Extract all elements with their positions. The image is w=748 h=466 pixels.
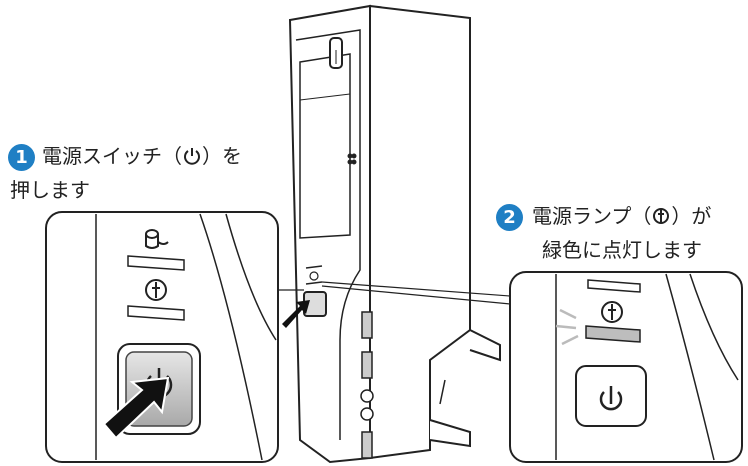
step-2-number: 2 (496, 204, 523, 231)
power-lamp-symbol-icon (653, 208, 670, 224)
step-1-text-line1: 電源スイッチ（ (42, 144, 182, 168)
step-1-text-line1-end: ）を (202, 144, 242, 168)
pc-tower (288, 4, 501, 464)
power-symbol-icon-right (599, 386, 623, 411)
small-press-arrow (282, 300, 310, 328)
step-2-text-line2: 緑色に点灯します (542, 238, 702, 262)
power-symbol-icon (184, 148, 200, 165)
step-1-number: 1 (8, 144, 35, 171)
hdd-icon (145, 229, 169, 249)
right-zoom-callout (509, 271, 743, 463)
left-zoom-callout (45, 211, 279, 463)
step-2-text-line1-end: ）が (671, 204, 712, 228)
press-arrow (102, 376, 170, 440)
step-2-caption: 電源ランプ（ ）が (532, 202, 711, 230)
step-2-text-line1: 電源ランプ（ (532, 204, 652, 228)
lamp-glow (555, 308, 579, 346)
step-1-text-line2: 押します (10, 178, 90, 202)
power-lamp-symbol-left (145, 279, 167, 301)
lamp-bar-lit (585, 325, 641, 343)
power-lamp-symbol-right (601, 301, 623, 323)
step-1-caption: 電源スイッチ（ ）を (42, 142, 242, 170)
